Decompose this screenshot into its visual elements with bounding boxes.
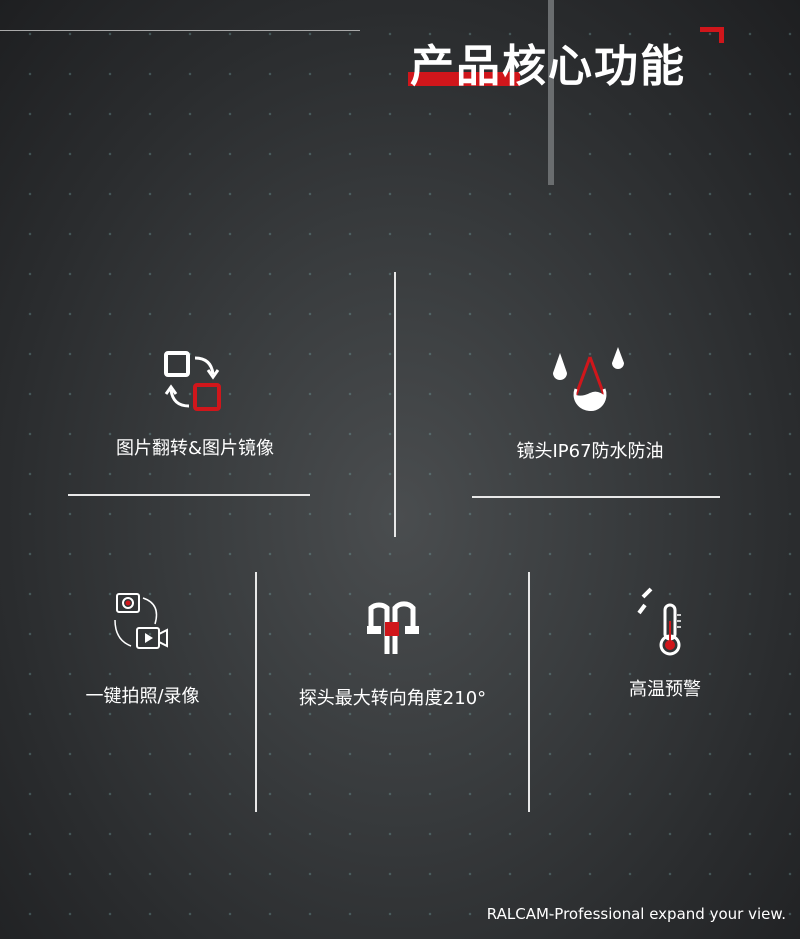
title-corner (700, 27, 724, 43)
flip-mirror-icon (164, 351, 221, 411)
camera-video-icon (113, 593, 168, 649)
decor-bar (548, 0, 554, 185)
feature-probe: 探头最大转向角度210° (270, 588, 515, 710)
feature-label: 镜头IP67防水防油 (516, 441, 664, 462)
divider (255, 572, 257, 812)
divider (394, 272, 396, 537)
probe-bend-icon (366, 601, 419, 654)
divider (472, 496, 720, 498)
feature-flip: 图片翻转&图片镜像 (90, 350, 300, 460)
feature-capture: 一键拍照/录像 (60, 590, 225, 708)
feature-waterproof: 镜头IP67防水防油 (490, 345, 690, 463)
water-drops-icon (553, 347, 624, 412)
title-underline (408, 72, 520, 86)
feature-label: 图片翻转&图片镜像 (115, 438, 275, 459)
feature-label: 一键拍照/录像 (85, 686, 200, 707)
divider (528, 572, 530, 812)
feature-temperature: 高温预警 (590, 585, 740, 701)
feature-label: 高温预警 (629, 679, 701, 700)
page-title: 产品核心功能 (410, 41, 686, 92)
divider (68, 494, 310, 496)
footer-tagline: RALCAM-Professional expand your view. (486, 905, 786, 923)
feature-label: 探头最大转向角度210° (298, 688, 487, 709)
divider (0, 30, 360, 31)
thermometer-icon (637, 587, 681, 656)
